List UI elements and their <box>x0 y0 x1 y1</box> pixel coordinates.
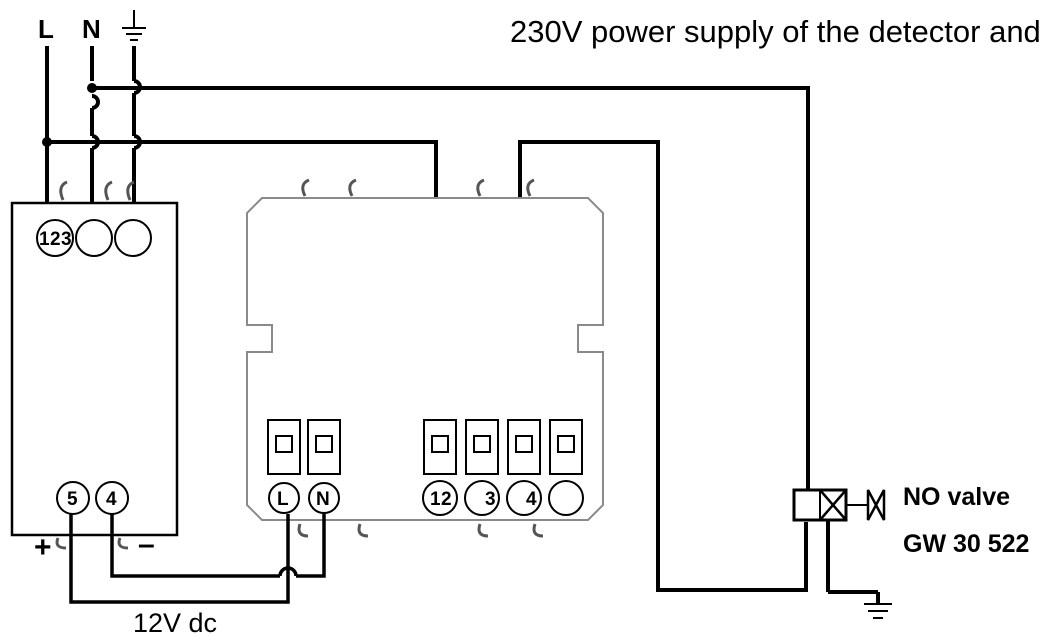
valve-label: NO valve <box>903 483 1010 511</box>
det-terminal-1: 1 <box>430 489 441 510</box>
diagram-title: 230V power supply of the detector and <box>510 14 1041 49</box>
ps-terminal-5: 5 <box>67 489 78 510</box>
det-terminal-4: 4 <box>526 489 537 510</box>
ps-terminal-4: 4 <box>106 489 117 510</box>
label-l: L <box>38 14 54 44</box>
det-terminal-n: N <box>316 489 330 510</box>
ps-terminal-2: 2 <box>50 229 61 250</box>
dc-voltage-label: 12V dc <box>133 608 217 637</box>
plus-sign: + <box>34 531 52 564</box>
valve-code: GW 30 522 <box>903 530 1029 558</box>
label-n: N <box>82 14 101 44</box>
dc-wiring <box>69 514 326 604</box>
det-terminal-2: 2 <box>441 489 452 510</box>
ground-icon <box>864 603 892 619</box>
gas-detector: L N 1 2 3 4 <box>246 178 604 538</box>
ps-terminal-3: 3 <box>61 229 72 250</box>
mains-wiring <box>42 46 810 592</box>
minus-sign: – <box>138 528 155 561</box>
ps-terminal-1: 1 <box>39 229 50 250</box>
valve-icon <box>792 488 886 603</box>
ground-icon <box>122 10 146 41</box>
det-terminal-3: 3 <box>485 489 496 510</box>
det-terminal-l: L <box>277 489 289 510</box>
power-supply: 1 2 3 5 4 + – <box>10 180 179 564</box>
